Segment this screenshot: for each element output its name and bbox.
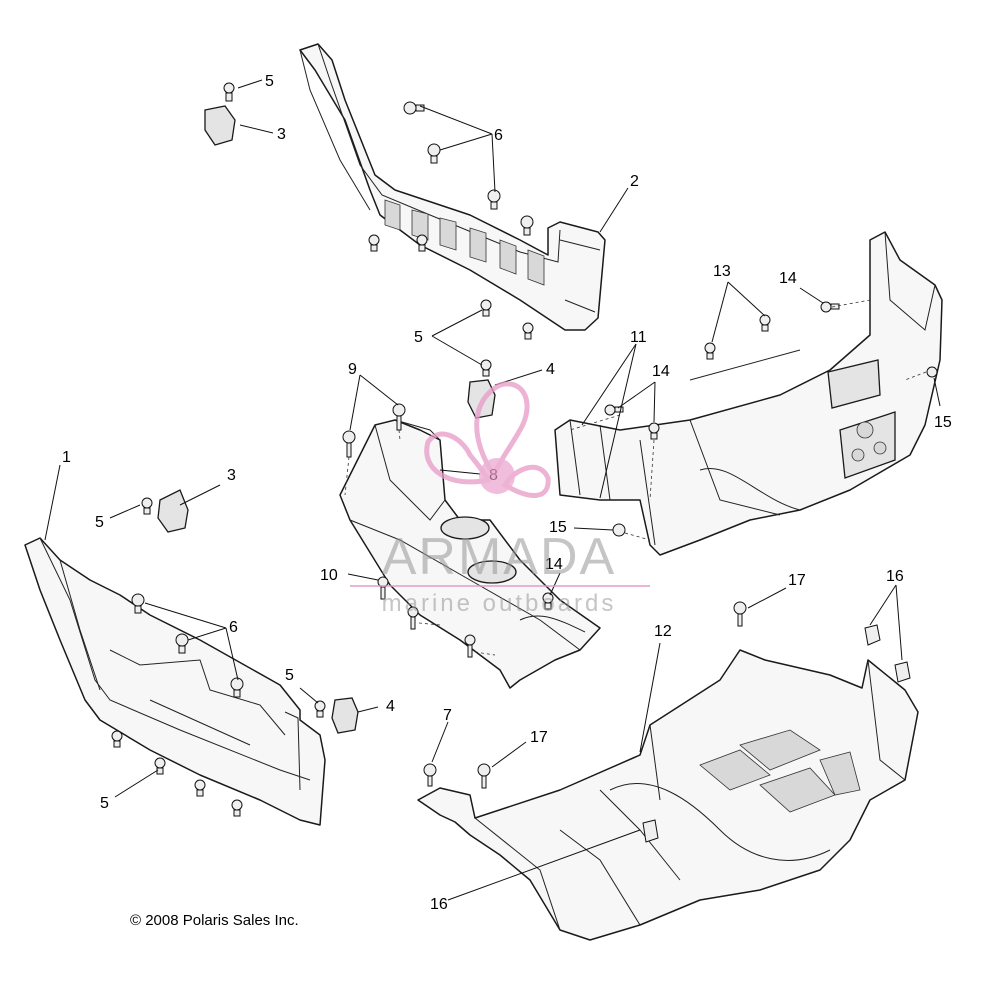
rivet-6-icon	[175, 633, 189, 654]
rivet-5-icon	[111, 730, 123, 748]
callout-15: 15	[549, 519, 567, 536]
screw-17-icon	[733, 601, 747, 627]
rivet-13-icon	[759, 314, 771, 332]
callout-6: 6	[229, 619, 238, 636]
rivet-5-icon	[522, 322, 534, 340]
copyright-notice: © 2008 Polaris Sales Inc.	[130, 912, 299, 929]
rivet-5-icon	[141, 497, 153, 515]
bracket-3-upper	[204, 105, 236, 146]
screw-10-icon	[464, 634, 476, 658]
rivet-6-icon	[427, 143, 441, 164]
screw-10-icon	[407, 606, 419, 630]
callout-7: 7	[443, 707, 452, 724]
rivet-5-icon	[480, 299, 492, 317]
rivet-5-icon	[223, 82, 235, 102]
callout-15: 15	[934, 414, 952, 431]
watermark-divider	[350, 585, 650, 587]
rivet-14-icon	[820, 301, 840, 313]
rivet-5-icon	[368, 234, 380, 252]
callout-14: 14	[779, 270, 797, 287]
rivet-5-icon	[314, 700, 326, 718]
part-1-lower-side-panel	[24, 537, 326, 826]
callout-11: 11	[630, 329, 647, 346]
callout-6: 6	[494, 127, 503, 144]
callout-5: 5	[100, 795, 109, 812]
callout-5: 5	[95, 514, 104, 531]
callout-12: 12	[654, 623, 672, 640]
clip-16-icon	[894, 661, 911, 683]
rivet-14-icon	[542, 592, 554, 610]
callout-5: 5	[265, 73, 274, 90]
callout-5: 5	[285, 667, 294, 684]
fasteners	[111, 82, 938, 843]
callout-3: 3	[227, 467, 236, 484]
screw-9-icon	[392, 403, 406, 431]
part-2-upper-side-panel	[299, 43, 606, 331]
part-11-rear-panel	[554, 231, 943, 556]
callout-17: 17	[788, 572, 806, 589]
bracket-3-lower	[157, 489, 189, 533]
watermark-tagline: marine outboards	[381, 590, 617, 617]
callout-4: 4	[546, 361, 555, 378]
callout-17: 17	[530, 729, 548, 746]
callout-10: 10	[320, 567, 338, 584]
callout-13: 13	[713, 263, 731, 280]
alignment-lines	[344, 299, 927, 656]
part-12-floor-pan	[417, 649, 919, 941]
callout-2: 2	[630, 173, 639, 190]
rivet-5-icon	[154, 757, 166, 775]
part-8-center-console	[339, 419, 601, 689]
propeller-icon	[424, 381, 551, 498]
clip-16-icon	[864, 624, 881, 646]
callout-1: 1	[62, 449, 71, 466]
watermark-brand-name: ARMADA	[381, 528, 617, 586]
leader-lines	[44, 79, 941, 901]
rivet-5-icon	[194, 779, 206, 797]
clip-16-icon	[642, 819, 659, 843]
bracket-4-lower	[331, 697, 359, 734]
callout-14: 14	[545, 556, 563, 573]
rivet-14-icon	[604, 404, 624, 416]
screw-17-icon	[477, 763, 491, 789]
callout-5: 5	[414, 329, 423, 346]
rivet-6-icon	[520, 215, 534, 236]
rivet-13-icon	[704, 342, 716, 360]
callout-9: 9	[348, 361, 357, 378]
rivet-5-icon	[416, 234, 428, 252]
callout-16: 16	[430, 896, 448, 913]
rivet-14-icon	[648, 422, 660, 440]
rivet-6-icon	[487, 189, 501, 210]
nut-15-icon	[926, 366, 938, 378]
screw-10-icon	[377, 576, 389, 600]
rivet-5-icon	[480, 359, 492, 377]
screw-9-icon	[342, 430, 356, 458]
callout-4: 4	[386, 698, 395, 715]
rivet-6-icon	[230, 677, 244, 698]
rivet-7-icon	[423, 763, 437, 787]
callout-3: 3	[277, 126, 286, 143]
callout-16: 16	[886, 568, 904, 585]
rivet-6-icon	[403, 101, 425, 115]
rivet-6-icon	[131, 593, 145, 614]
callout-14: 14	[652, 363, 670, 380]
rivet-5-icon	[231, 799, 243, 817]
callouts: 1 2 3 3 4 4 5 5 5 5 5 6 6 7 8 9 10 11 12…	[62, 73, 952, 913]
